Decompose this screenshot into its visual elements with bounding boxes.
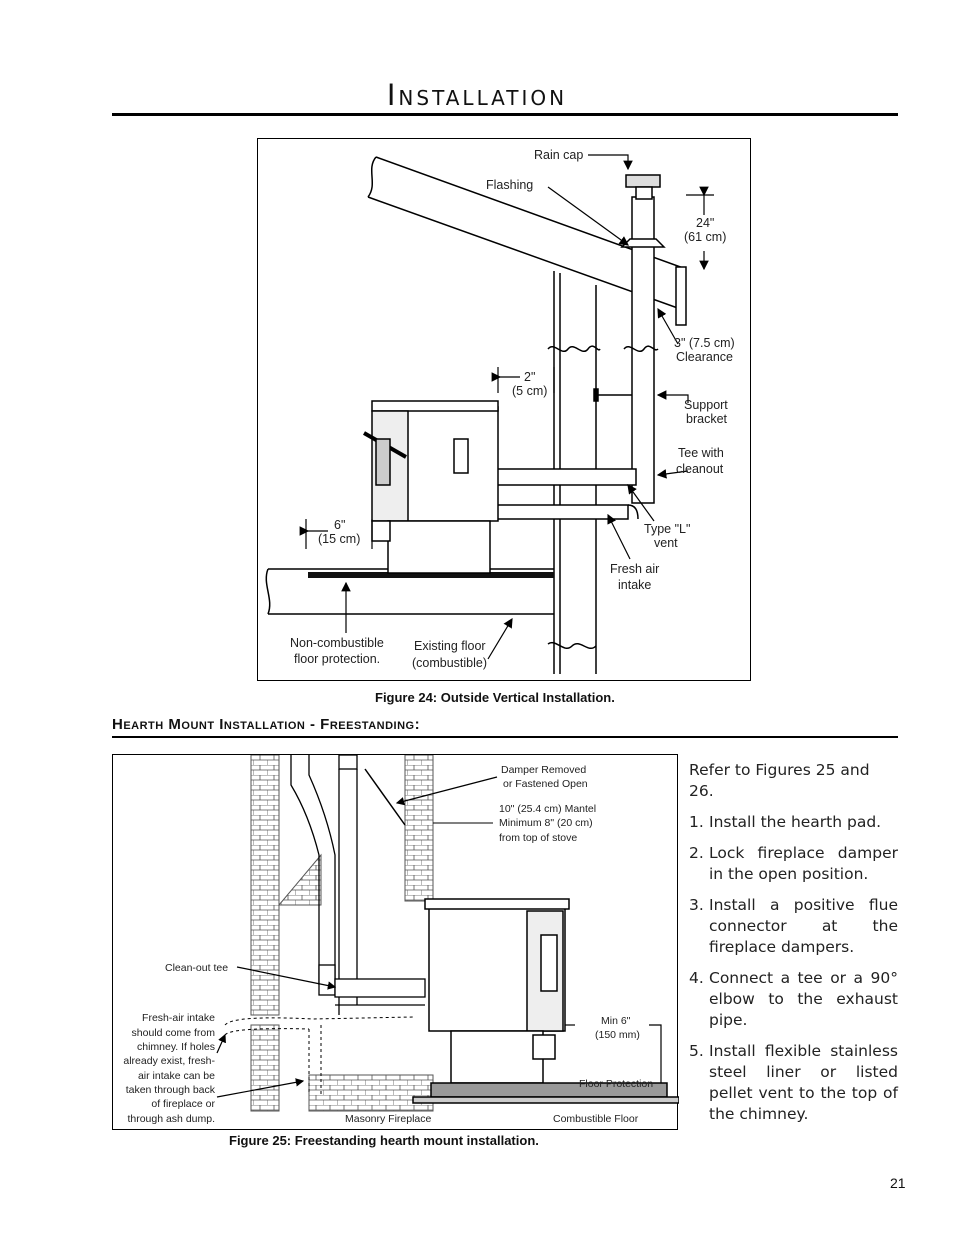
fresh-air-path: [224, 1016, 414, 1095]
dim-24: [686, 186, 714, 271]
stove: [363, 400, 499, 574]
label-fresh-air: Fresh air: [610, 562, 659, 576]
step-number: 1.: [689, 813, 704, 831]
label-fresh-6: taken through back: [126, 1084, 216, 1096]
title-rule: [112, 113, 898, 116]
label-min-6: Min 6": [601, 1015, 631, 1027]
label-masonry: Masonry Fireplace: [345, 1113, 432, 1125]
label-floor-protection: floor protection.: [294, 652, 380, 666]
label-cleanout: cleanout: [676, 462, 724, 476]
horizontal-vents: [495, 468, 639, 520]
label-min-mm: (150 mm): [595, 1029, 640, 1041]
step-text: Install flexible stainless steel liner o…: [709, 1042, 898, 1123]
label-fresh-3: chimney. If holes: [137, 1041, 215, 1053]
step-number: 4.: [689, 969, 704, 987]
label-vent: vent: [654, 536, 678, 550]
figure-25-drawing: Damper Removed or Fastened Open 10" (25.…: [123, 754, 680, 1125]
label-dim-24: 24": [696, 216, 714, 230]
leaders: [299, 154, 689, 660]
figure-24-drawing: Rain cap Flashing 24" (61 cm) 3" (7.5 cm…: [265, 148, 735, 674]
label-tee: Tee with: [678, 446, 724, 460]
label-dim-6-cm: (15 cm): [318, 532, 360, 546]
label-fresh-8: through ash dump.: [127, 1113, 215, 1125]
label-fresh-2: should come from: [132, 1027, 216, 1039]
page-title: Installation: [386, 78, 568, 112]
instructions: Refer to Figures 25 and 26. 1. Install th…: [689, 760, 898, 1135]
label-fresh-5: air intake can be: [138, 1070, 215, 1082]
figure-24-caption: Figure 24: Outside Vertical Installation…: [375, 690, 615, 705]
label-dim-6: 6": [334, 518, 345, 532]
label-cleanout: Clean-out tee: [165, 962, 228, 974]
figure-24: Rain cap Flashing 24" (61 cm) 3" (7.5 cm…: [257, 138, 751, 681]
floor: [265, 568, 554, 615]
step-number: 5.: [689, 1042, 704, 1060]
label-dim-2: 2": [524, 370, 535, 384]
label-mantel: 10" (25.4 cm) Mantel: [499, 803, 596, 815]
step-number: 2.: [689, 844, 704, 862]
step-text: Lock fireplace damper in the open positi…: [709, 844, 898, 883]
label-existing-floor: Existing floor: [414, 639, 486, 653]
step-1: 1. Install the hearth pad.: [689, 812, 898, 833]
figure-25: Damper Removed or Fastened Open 10" (25.…: [112, 754, 680, 1130]
stove: [412, 898, 680, 1104]
step-4: 4. Connect a tee or a 90° elbow to the ex…: [689, 968, 898, 1031]
step-text: Install a positive flue connector at the…: [709, 896, 898, 956]
figure-25-labels: Damper Removed or Fastened Open 10" (25.…: [123, 764, 653, 1125]
steps-list: 1. Install the hearth pad. 2. Lock firepla…: [689, 812, 898, 1125]
label-fresh-7: of fireplace or: [151, 1098, 215, 1110]
label-dim-2-cm: (5 cm): [512, 384, 547, 398]
section-heading: Hearth Mount Installation - Freestanding…: [112, 716, 421, 733]
figure-24-labels: Rain cap Flashing 24" (61 cm) 3" (7.5 cm…: [290, 148, 735, 670]
label-combustible: (combustible): [412, 656, 487, 670]
label-fresh-4: already exist, fresh-: [123, 1055, 215, 1067]
figure-25-caption: Figure 25: Freestanding hearth mount ins…: [229, 1133, 539, 1148]
label-bracket: bracket: [686, 412, 728, 426]
step-2: 2. Lock fireplace damper in the open posi…: [689, 843, 898, 885]
label-clearance: 3" (7.5 cm): [674, 336, 735, 350]
leaders: [216, 776, 662, 1098]
step-3: 3. Install a positive flue connector at t…: [689, 895, 898, 958]
label-floor-protection: Floor Protection: [579, 1078, 653, 1090]
label-combustible-floor: Combustible Floor: [553, 1113, 639, 1125]
label-non-combustible: Non-combustible: [290, 636, 384, 650]
label-mantel-min: Minimum 8" (20 cm): [499, 817, 593, 829]
label-flashing: Flashing: [486, 178, 533, 192]
step-number: 3.: [689, 896, 704, 914]
label-support: Support: [684, 398, 728, 412]
label-type-l: Type "L": [644, 522, 690, 536]
liner: [290, 754, 426, 1015]
damper: [364, 768, 406, 826]
label-fresh-1: Fresh-air intake: [142, 1012, 215, 1024]
instructions-intro: Refer to Figures 25 and 26.: [689, 761, 870, 800]
page-number: 21: [890, 1175, 906, 1191]
label-clearance-word: Clearance: [676, 350, 733, 364]
step-5: 5. Install flexible stainless steel liner…: [689, 1041, 898, 1125]
vertical-vent: [593, 174, 666, 504]
step-text: Connect a tee or a 90° elbow to the exha…: [709, 969, 898, 1029]
label-rain-cap: Rain cap: [534, 148, 583, 162]
label-damper-open: or Fastened Open: [503, 778, 588, 790]
chimney: [250, 754, 434, 1112]
step-text: Install the hearth pad.: [709, 813, 882, 831]
label-mantel-from: from top of stove: [499, 832, 577, 844]
label-dim-24-cm: (61 cm): [684, 230, 726, 244]
label-intake: intake: [618, 578, 651, 592]
section-rule: [112, 736, 898, 738]
label-damper: Damper Removed: [501, 764, 586, 776]
